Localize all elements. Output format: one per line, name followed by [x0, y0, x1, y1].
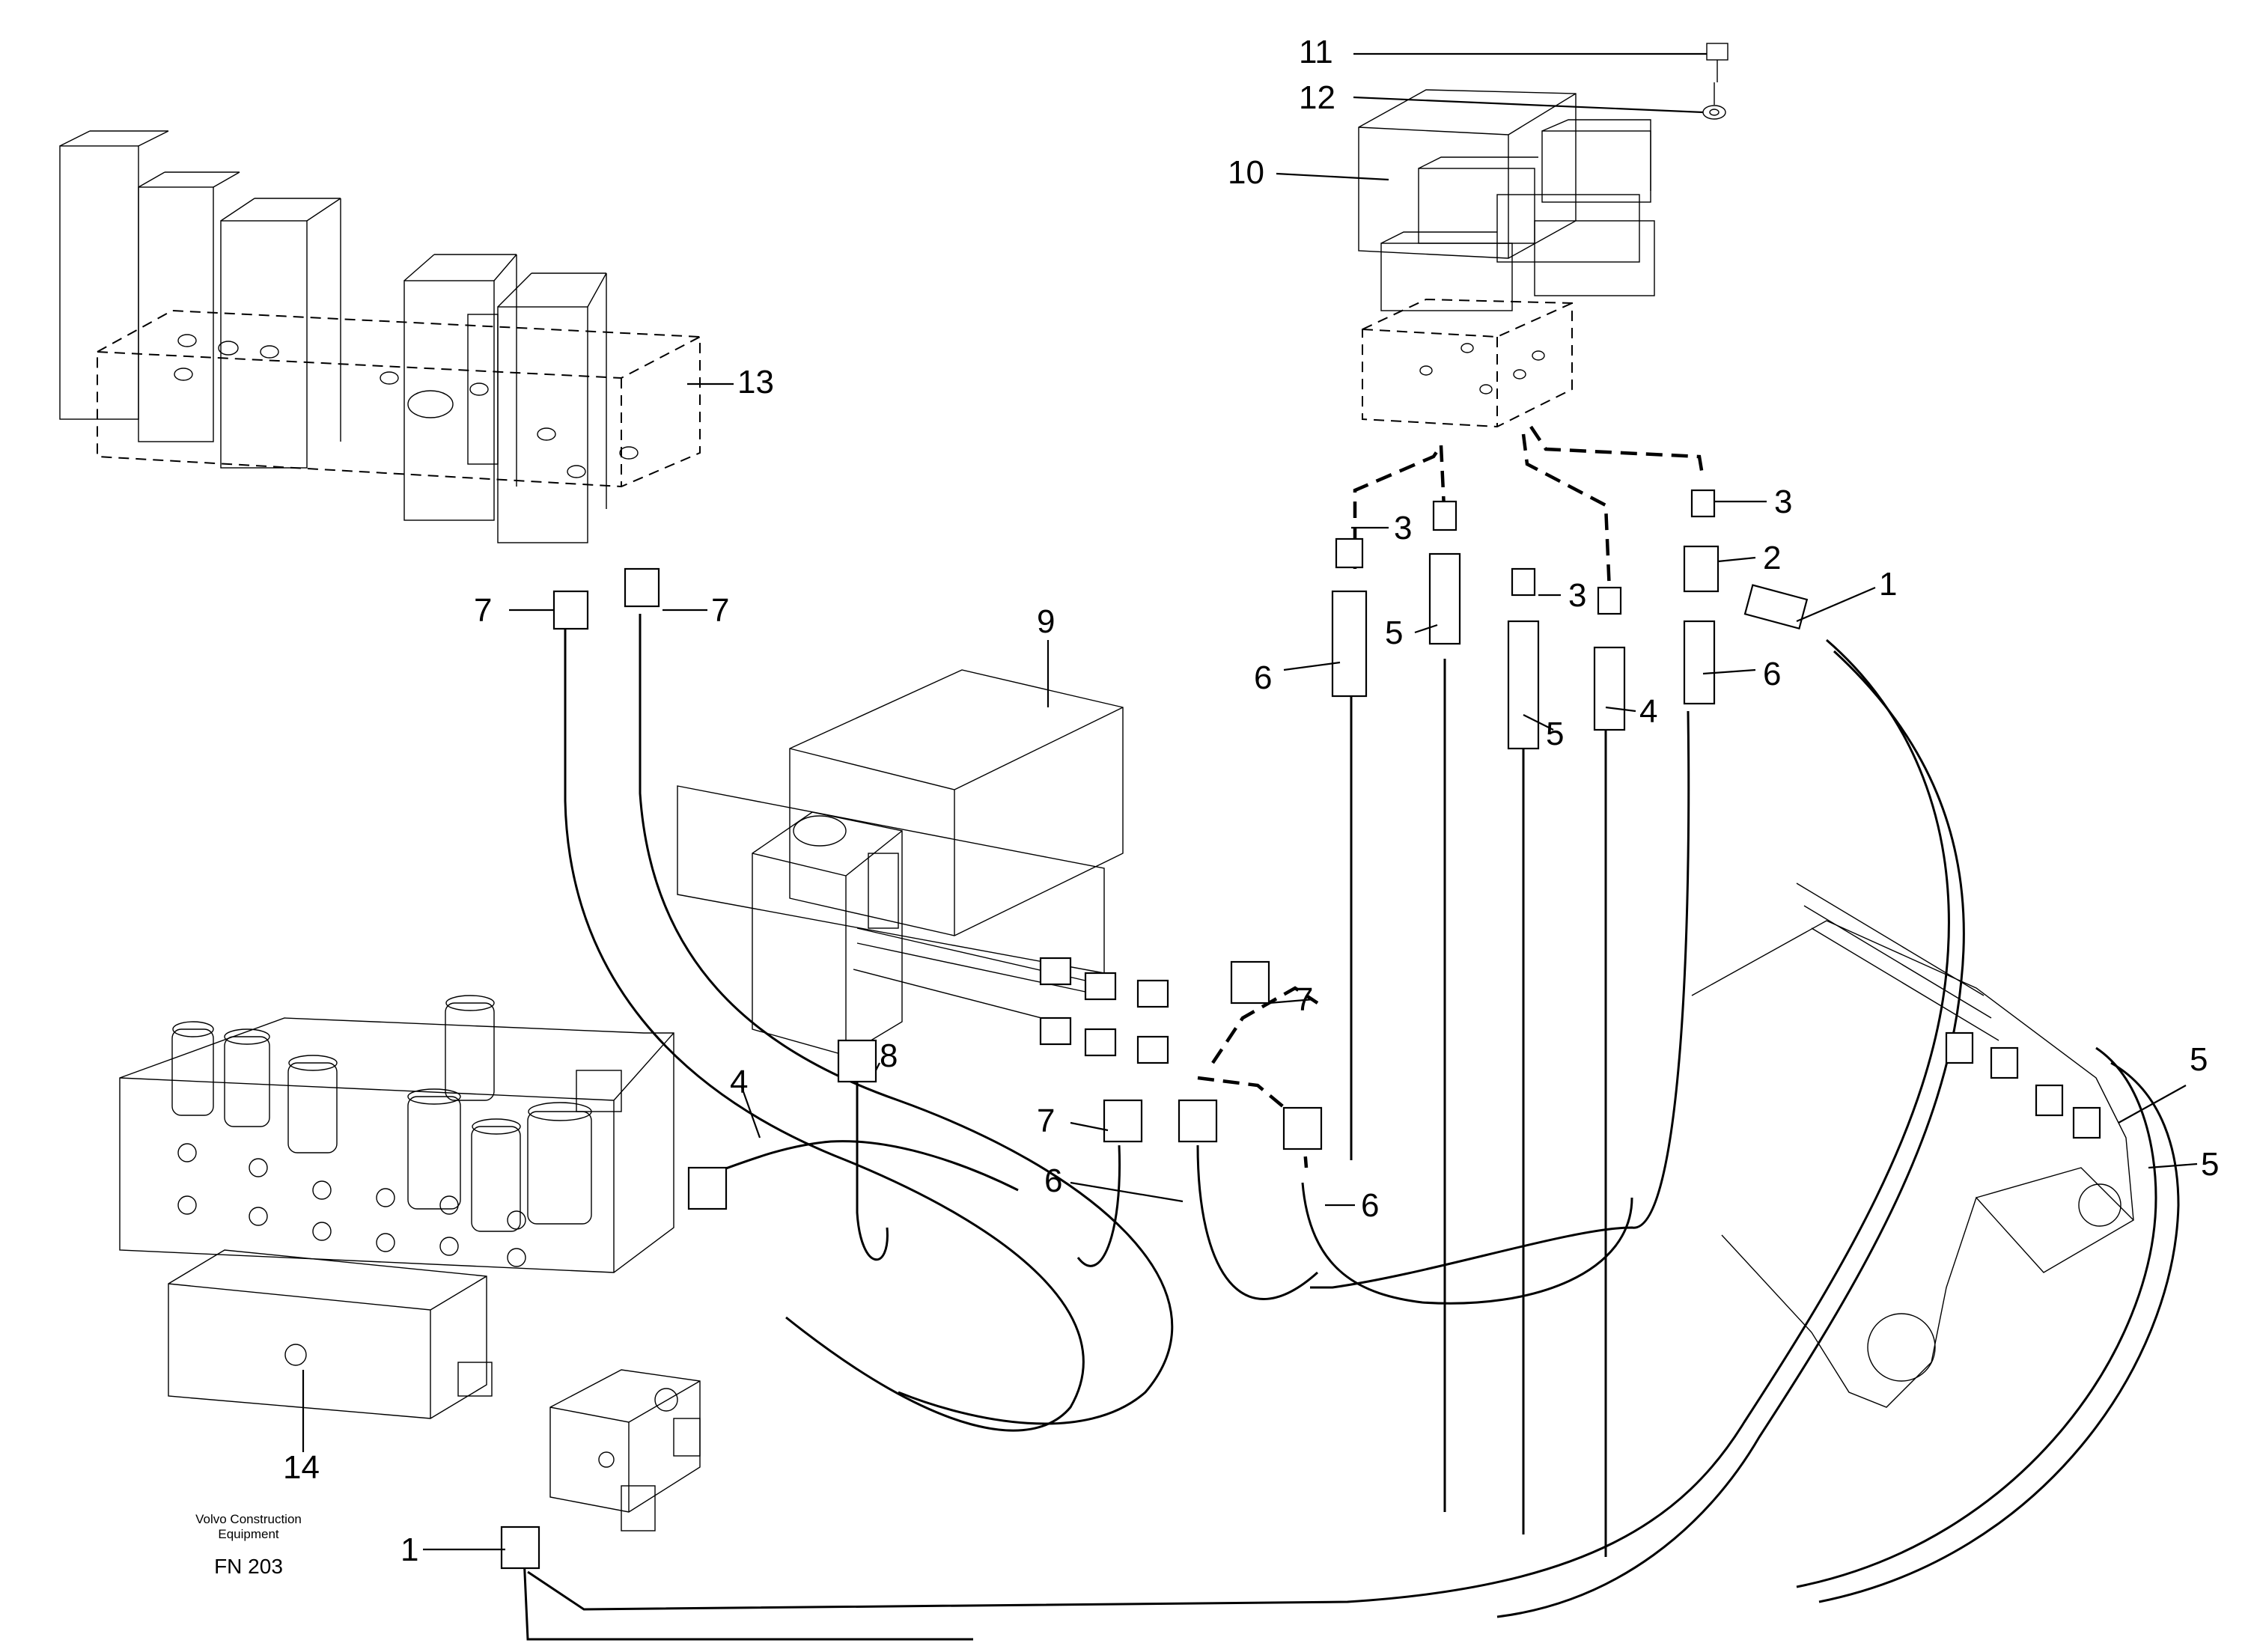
callout-7d: 7	[1037, 1103, 1055, 1139]
callout-3c: 3	[1568, 577, 1586, 614]
callout-14: 14	[283, 1449, 320, 1486]
callout-9: 9	[1037, 603, 1055, 640]
hose-routes	[523, 614, 2180, 1641]
callout-5b: 5	[1546, 716, 1564, 752]
credit-block: Volvo Construction Equipment FN 203	[195, 1512, 302, 1578]
valve-block-13	[59, 130, 734, 543]
callout-7c: 7	[1295, 981, 1313, 1018]
callout-6d: 6	[1361, 1187, 1379, 1224]
callout-7b: 7	[711, 592, 729, 629]
box-9	[677, 640, 1124, 1056]
callout-3b: 3	[1774, 484, 1792, 520]
callout-6c: 6	[1044, 1162, 1062, 1199]
callout-5a: 5	[1385, 615, 1403, 651]
callout-8: 8	[880, 1037, 898, 1074]
callout-4a: 4	[1639, 693, 1657, 730]
routing-dashes	[1197, 425, 1705, 1168]
fittings	[500, 489, 2101, 1570]
control-valve-14	[119, 995, 701, 1531]
credit-line2: Equipment	[218, 1527, 279, 1541]
callout-1-top: 1	[1879, 566, 1897, 603]
callout-2: 2	[1763, 540, 1781, 576]
callout-10: 10	[1228, 154, 1264, 191]
callout-1-bottom: 1	[400, 1531, 418, 1568]
callout-4b: 4	[730, 1064, 748, 1100]
credit-line1: Volvo Construction	[195, 1512, 302, 1526]
callout-5d: 5	[2201, 1146, 2219, 1183]
callout-3a: 3	[1394, 510, 1412, 546]
callout-11: 11	[1299, 34, 1333, 70]
callout-5c: 5	[2190, 1041, 2208, 1078]
pilot-valve-block-10	[1276, 43, 1728, 428]
callout-13: 13	[737, 364, 774, 400]
figure-code: FN 203	[214, 1555, 283, 1578]
callout-12: 12	[1299, 79, 1335, 116]
boom-arm	[1691, 883, 2134, 1408]
callout-7a: 7	[474, 592, 492, 629]
callout-6a: 6	[1254, 659, 1272, 696]
callout-6b: 6	[1763, 656, 1781, 692]
callout-labels: 11 12 10 13 9 3 3 3 2 1 6 5 6 4 5 7 7 7 …	[283, 34, 2219, 1568]
leader-lines	[423, 500, 2198, 1551]
